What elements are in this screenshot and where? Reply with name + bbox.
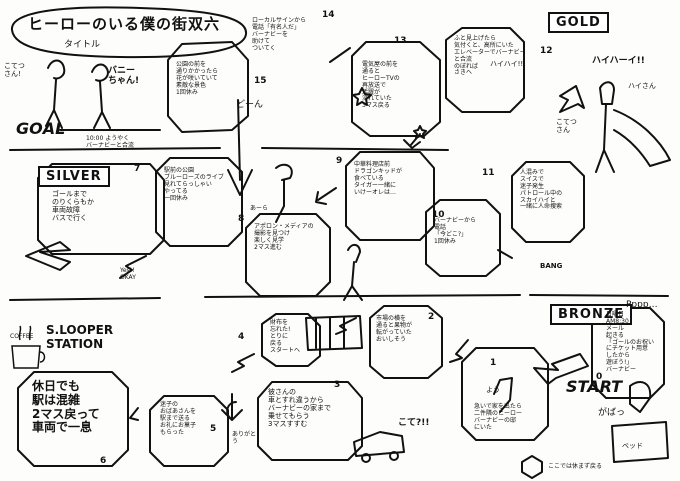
goal-label: GOAL — [16, 119, 66, 138]
square-7b-text: 駅前の公園 ブルーローズのライブ 見れてらっしゃい やってる 一回休み — [164, 167, 224, 202]
square-9-number: 9 — [336, 156, 343, 166]
square-14-text: ローカルサインから 電話「有名人だ」 バーナビーを 助けて ついてく — [252, 17, 307, 52]
square-3-number: 3 — [334, 380, 341, 390]
square-4-number: 4 — [238, 332, 245, 342]
square-5-number: 5 — [210, 424, 217, 434]
square-0-number: 0 — [596, 372, 603, 382]
square-8-number: 8 — [238, 214, 245, 224]
square-15-text: 公園の前を 通りかかったら 花が咲いていて 素敵な景色 1回休み — [176, 61, 219, 96]
square-14-number: 14 — [322, 10, 335, 20]
speech-s1: よう — [486, 386, 500, 394]
square-2-text: 市場の横を 通ると果物が 転がっていた おいしそう — [376, 315, 413, 343]
square-11-number: 11 — [482, 168, 495, 178]
square-3-text: 彼さんの 車とすれ違うから バーナビーの家まで 乗せてもらう 3マスすすむ — [268, 388, 331, 429]
square-13-text: 電気屋の前を 通ると ヒーローTVの 再放送で 活躍が 流れていた 3マス戻る — [362, 61, 400, 110]
zone-silver-label: SILVER — [38, 166, 110, 187]
speech-s14: ハイハイ!! — [490, 60, 524, 68]
coffee-label: COFFEE — [10, 333, 34, 340]
speech-gold-kotetsu: こてつ さん — [556, 118, 577, 135]
speech-station: Yes!! OKAY — [120, 267, 136, 281]
sound-wake: がばっ — [598, 408, 626, 418]
board-subtitle: タイトル — [64, 40, 101, 50]
square-0-text: 日曜日 AM8:30 メール 起きる 「ゴールのお祝い にチケット用意 したから… — [606, 311, 655, 374]
speech-gold-haisan: ハイさん — [628, 82, 656, 90]
square-5-text: 迷子の おばあさんを 駅まで送る お礼にお菓子 もらった — [160, 401, 197, 436]
square-10-text: バーナビーから 電話 「今どこ?」 1回休み — [434, 217, 477, 245]
square-4-text: 財布を 忘れた! とりに 戻る スタートへ — [270, 319, 301, 354]
legend-note: ここでは休まず戻る — [548, 463, 603, 470]
speech-gold-haihai: ハイハーイ!! — [592, 56, 645, 66]
square-15-number: 15 — [254, 76, 267, 86]
square-2-number: 2 — [428, 312, 435, 322]
board-title: ヒーローのいる僕の街双六 — [28, 15, 221, 33]
start-label: START — [566, 377, 623, 396]
speech-s5: ありがと う — [232, 431, 257, 445]
square-6-number: 6 — [100, 456, 107, 466]
speech-s3: こて?!! — [398, 418, 430, 428]
square-12-text: ふと見上げたら 気付くと、高所にいた エレベーターでバーナビー と合流 のぼれば… — [454, 35, 526, 77]
square-11-text: 人混みで スイスで 迷子発生 パトロール中の スカイハイと 一緒に人命捜索 — [520, 169, 563, 211]
square-9-text: 中華料理店前 ドラゴンキッドが 食べている タイガー一緒に いけーオレは… — [354, 161, 403, 196]
zone-gold-label: GOLD — [548, 12, 609, 33]
square-12-number: 12 — [540, 46, 553, 56]
square-8-text: アポロン・メディアの 撮影を見つけ 楽しく見学 2マス進む — [254, 223, 314, 251]
square-1-number: 1 — [490, 358, 497, 368]
square-13-number: 13 — [394, 36, 407, 46]
square-1-text: 急いで家を出たら 二件隣のヒーロー バーナビーの邸 にいた — [474, 403, 523, 431]
square-6-text: 休日でも 駅は混雑 2マス戻って 車両で一息 — [32, 379, 100, 435]
speech-goal-barnaby: バニー ちゃん! — [108, 66, 140, 87]
station-label: S.LOOPER STATION — [46, 323, 114, 351]
goal-note: 10:00 ようやく バーナビーと合流 — [86, 135, 135, 149]
speech-s8: あーら — [250, 205, 269, 212]
square-7-number: 7 — [134, 164, 141, 174]
square-7-text: ゴールまで のりくらもか 車両故障 バスで行く — [52, 190, 94, 223]
sound-alarm: Pppp… — [626, 300, 658, 310]
sound-bang: BANG — [540, 262, 563, 270]
sound-don: どーん — [236, 100, 264, 110]
zone-bronze-label: BRONZE — [550, 304, 633, 325]
square-10-number: 10 — [432, 210, 445, 220]
bed-label: ベッド — [622, 442, 643, 450]
speech-goal-kotetsu: こてつ さん! — [4, 62, 25, 79]
